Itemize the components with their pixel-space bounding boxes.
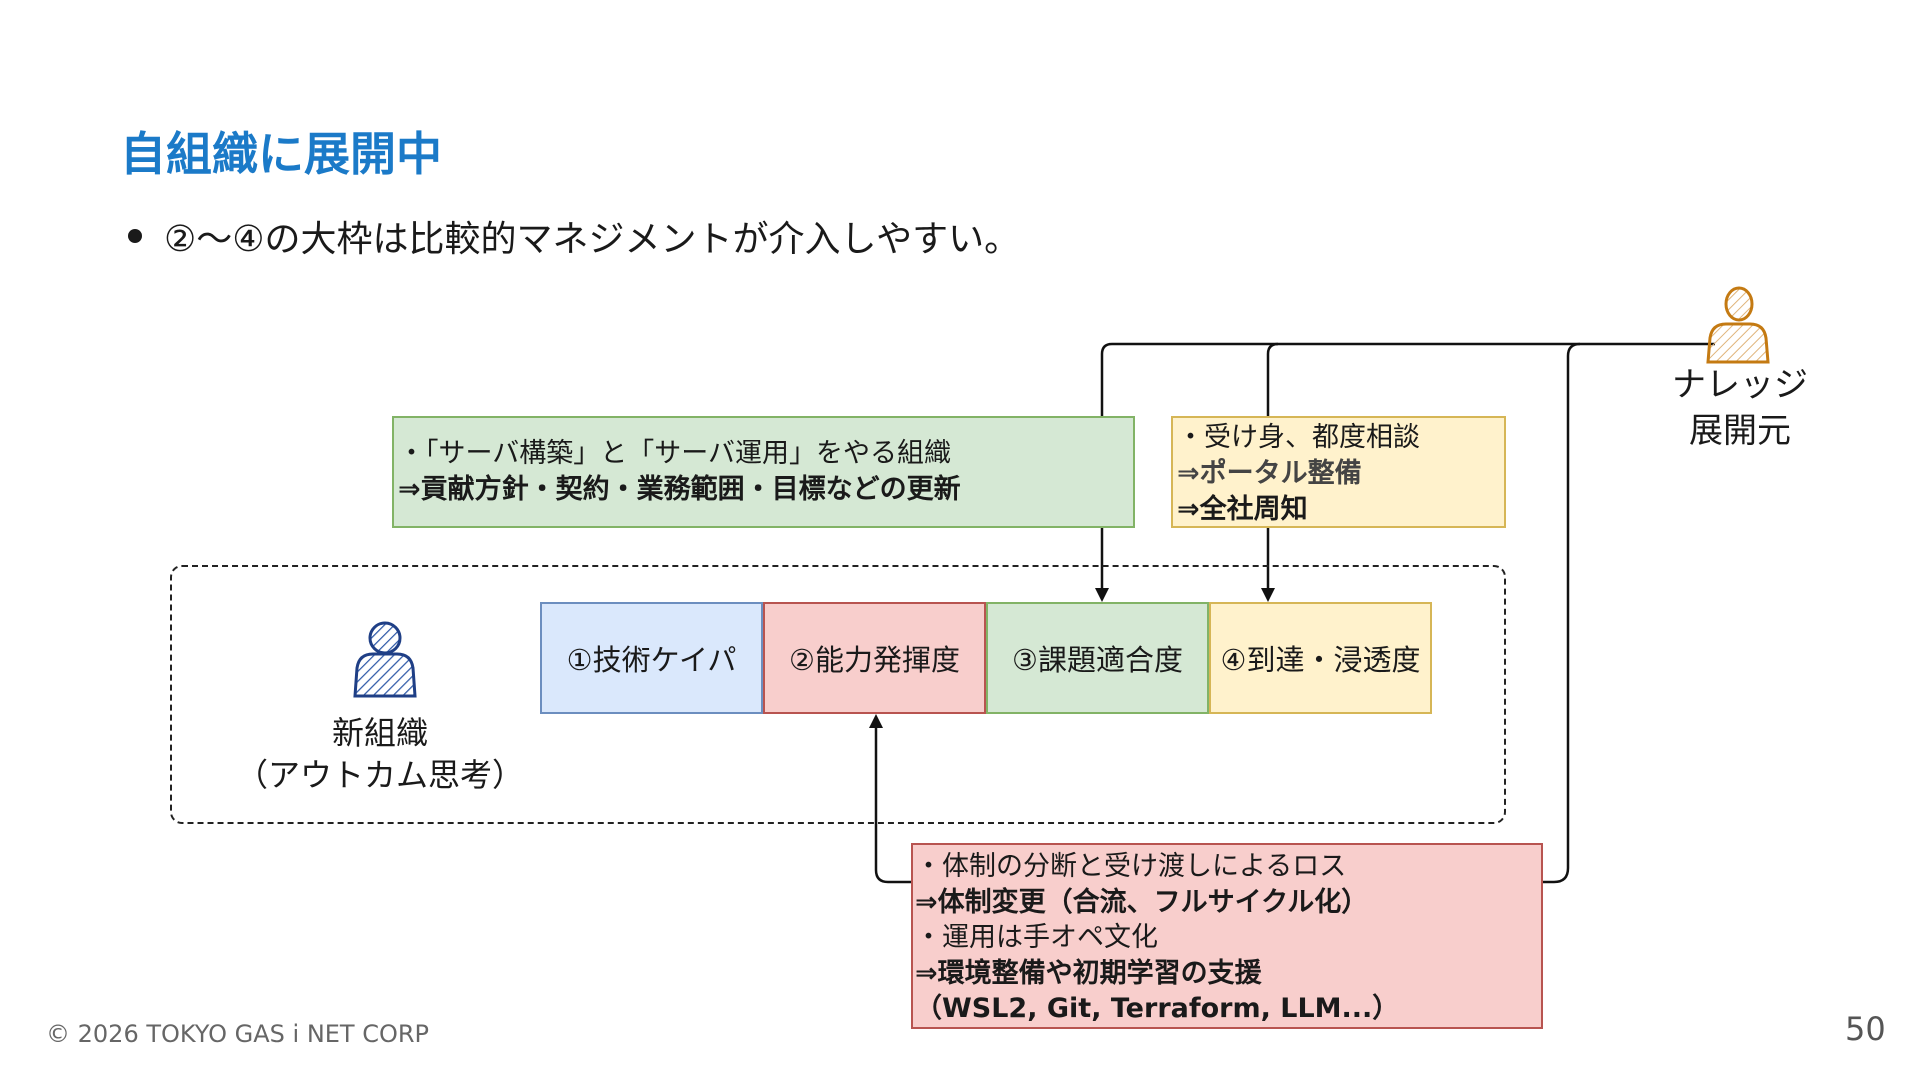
step-ability: ②能力発揮度 xyxy=(763,602,986,714)
step-tech-capability: ①技術ケイパ xyxy=(540,602,763,714)
person-icon xyxy=(1706,286,1770,364)
arrowhead-step-3 xyxy=(1095,588,1109,602)
step-label: ③課題適合度 xyxy=(1012,643,1183,677)
note-line-bold: ⇒環境整備や初期学習の支援 xyxy=(915,957,1262,989)
note-structure-change: ・体制の分断と受け渡しによるロス ⇒体制変更（合流、フルサイクル化） ・運用は手… xyxy=(911,843,1543,1029)
footer-copyright: © 2026 TOKYO GAS i NET CORP xyxy=(46,1020,430,1048)
step-label: ④到達・浸透度 xyxy=(1220,643,1421,677)
bullet-text: ②〜④の大枠は比較的マネジメントが介入しやすい。 xyxy=(164,219,1021,260)
note-line-bold: ⇒体制変更（合流、フルサイクル化） xyxy=(915,886,1369,918)
bullet-item: ②〜④の大枠は比較的マネジメントが介入しやすい。 xyxy=(128,210,1020,262)
arrowhead-step-4 xyxy=(1261,588,1275,602)
arrowhead-step-2 xyxy=(869,714,883,728)
note-line-bold: ⇒貢献方針・契約・業務範囲・目標などの更新 xyxy=(398,474,961,505)
new-org-frame xyxy=(170,565,1506,824)
step-reach: ④到達・浸透度 xyxy=(1209,602,1432,714)
note-line-bold: ⇒ポータル整備 xyxy=(1177,458,1362,489)
note-org-contract: ・「サーバ構築」と「サーバ運用」をやる組織 ⇒貢献方針・契約・業務範囲・目標など… xyxy=(392,416,1135,528)
slide-title: 自組織に展開中 xyxy=(120,127,442,181)
step-label: ②能力発揮度 xyxy=(789,643,960,677)
note-line: ・運用は手オペ文化 xyxy=(915,922,1158,953)
label-line: 新組織 xyxy=(331,714,428,752)
connector-to-step-2 xyxy=(874,718,911,884)
note-line-bold: ⇒全社周知 xyxy=(1177,494,1308,525)
step-label: ①技術ケイパ xyxy=(566,643,737,677)
bullet-dot xyxy=(128,229,142,243)
connector-to-red-note xyxy=(1543,342,1581,884)
label-line: ナレッジ xyxy=(1672,365,1808,405)
step-problem-fit: ③課題適合度 xyxy=(986,602,1209,714)
connector-to-step-3 xyxy=(1100,342,1715,598)
note-line: ・体制の分断と受け渡しによるロス xyxy=(915,851,1347,882)
new-org-label: 新組織 （アウトカム思考） xyxy=(230,712,530,796)
note-line: ・「サーバ構築」と「サーバ運用」をやる組織 xyxy=(398,438,951,469)
connector-to-step-4 xyxy=(1266,342,1279,598)
label-line: 展開元 xyxy=(1689,411,1791,451)
person-icon xyxy=(353,621,417,698)
page-number: 50 xyxy=(1845,1010,1886,1048)
knowledge-source-label: ナレッジ 展開元 xyxy=(1640,362,1840,454)
note-portal: ・受け身、都度相談 ⇒ポータル整備 ⇒全社周知 xyxy=(1171,416,1506,528)
note-line: ・受け身、都度相談 xyxy=(1177,422,1420,453)
label-line: （アウトカム思考） xyxy=(235,756,524,794)
note-line-bold: （WSL2, Git, Terraform, LLM...） xyxy=(915,993,1400,1024)
